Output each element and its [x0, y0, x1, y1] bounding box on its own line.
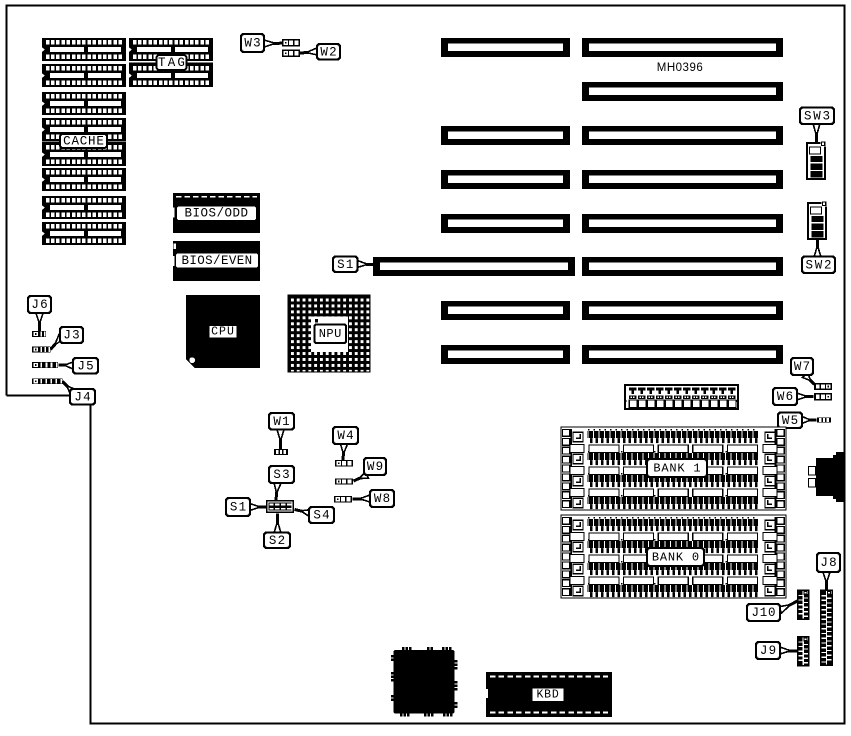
- svg-text:J3: J3: [63, 329, 80, 343]
- svg-text:MH0396: MH0396: [657, 62, 703, 74]
- svg-text:W2: W2: [320, 45, 337, 59]
- svg-text:W6: W6: [777, 390, 794, 404]
- svg-text:S1: S1: [230, 501, 247, 515]
- svg-text:BIOS/ODD: BIOS/ODD: [184, 207, 248, 221]
- svg-text:W7: W7: [794, 360, 811, 374]
- svg-text:J4: J4: [74, 390, 91, 404]
- svg-text:BANK 1: BANK 1: [653, 462, 701, 476]
- svg-text:W4: W4: [337, 429, 354, 443]
- svg-text:W9: W9: [367, 460, 384, 474]
- svg-text:J8: J8: [820, 556, 837, 570]
- svg-text:BANK 0: BANK 0: [652, 551, 700, 565]
- svg-text:J10: J10: [751, 606, 776, 620]
- svg-text:W8: W8: [374, 492, 391, 506]
- svg-text:S3: S3: [273, 468, 290, 482]
- svg-text:NPU: NPU: [319, 327, 342, 341]
- svg-text:TAG: TAG: [158, 56, 187, 70]
- svg-text:SW2: SW2: [805, 258, 833, 272]
- svg-text:S2: S2: [269, 534, 286, 548]
- svg-text:W5: W5: [782, 414, 799, 428]
- svg-text:S1: S1: [337, 258, 354, 272]
- svg-text:W1: W1: [273, 415, 290, 429]
- svg-text:KBD: KBD: [536, 689, 559, 702]
- svg-text:J6: J6: [31, 298, 48, 312]
- svg-text:J5: J5: [77, 359, 94, 373]
- svg-text:W3: W3: [244, 37, 261, 51]
- svg-text:CPU: CPU: [211, 326, 235, 339]
- svg-text:J9: J9: [760, 644, 777, 658]
- svg-text:S4: S4: [313, 509, 330, 523]
- svg-text:BIOS/EVEN: BIOS/EVEN: [181, 254, 252, 268]
- svg-text:CACHE: CACHE: [63, 135, 105, 149]
- svg-text:SW3: SW3: [804, 109, 832, 123]
